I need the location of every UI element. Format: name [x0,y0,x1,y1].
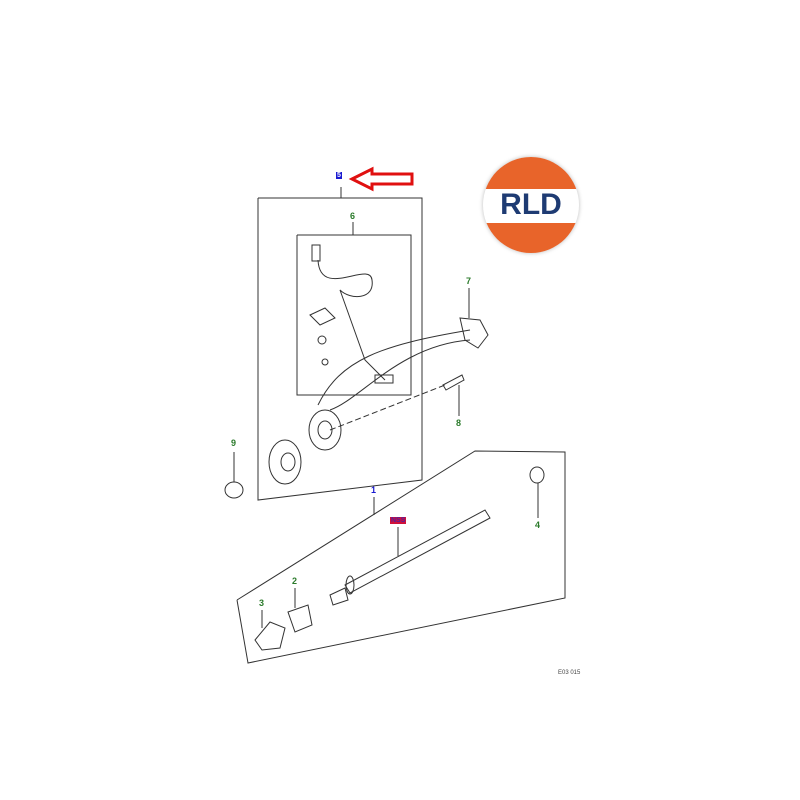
sensor-cable [317,259,386,381]
logo-text: RLD [500,188,562,221]
nut-9 [224,481,244,499]
boot-2 [287,604,313,633]
rld-logo: RLD [483,157,579,253]
shaft-group-frame [236,450,566,664]
callout-4[interactable]: 4 [535,520,541,530]
bracket-7 [459,317,489,349]
callout-1[interactable]: 1 [371,485,377,495]
callout-5-tag[interactable]: 5 [336,172,342,179]
sensor-cable-outer [317,329,471,406]
callout-2[interactable]: 2 [292,576,298,586]
sensor-group-frame [296,234,412,396]
hub-group-frame [257,197,423,501]
drive-shaft [344,509,491,594]
callout-3[interactable]: 3 [259,598,265,608]
hub-bearing [308,409,342,451]
cv-joint-3 [254,621,286,651]
callout-6[interactable]: 6 [350,211,356,221]
diagram-reference: E03 015 [558,670,581,676]
seal-4 [529,466,545,484]
nss-tag[interactable]: NSS [390,517,407,524]
wheel-hub [268,439,302,485]
bolt-8 [442,374,465,391]
callout-9[interactable]: 9 [231,438,237,448]
red-arrow-icon [348,166,414,192]
callout-8[interactable]: 8 [456,418,462,428]
callout-7[interactable]: 7 [466,276,472,286]
